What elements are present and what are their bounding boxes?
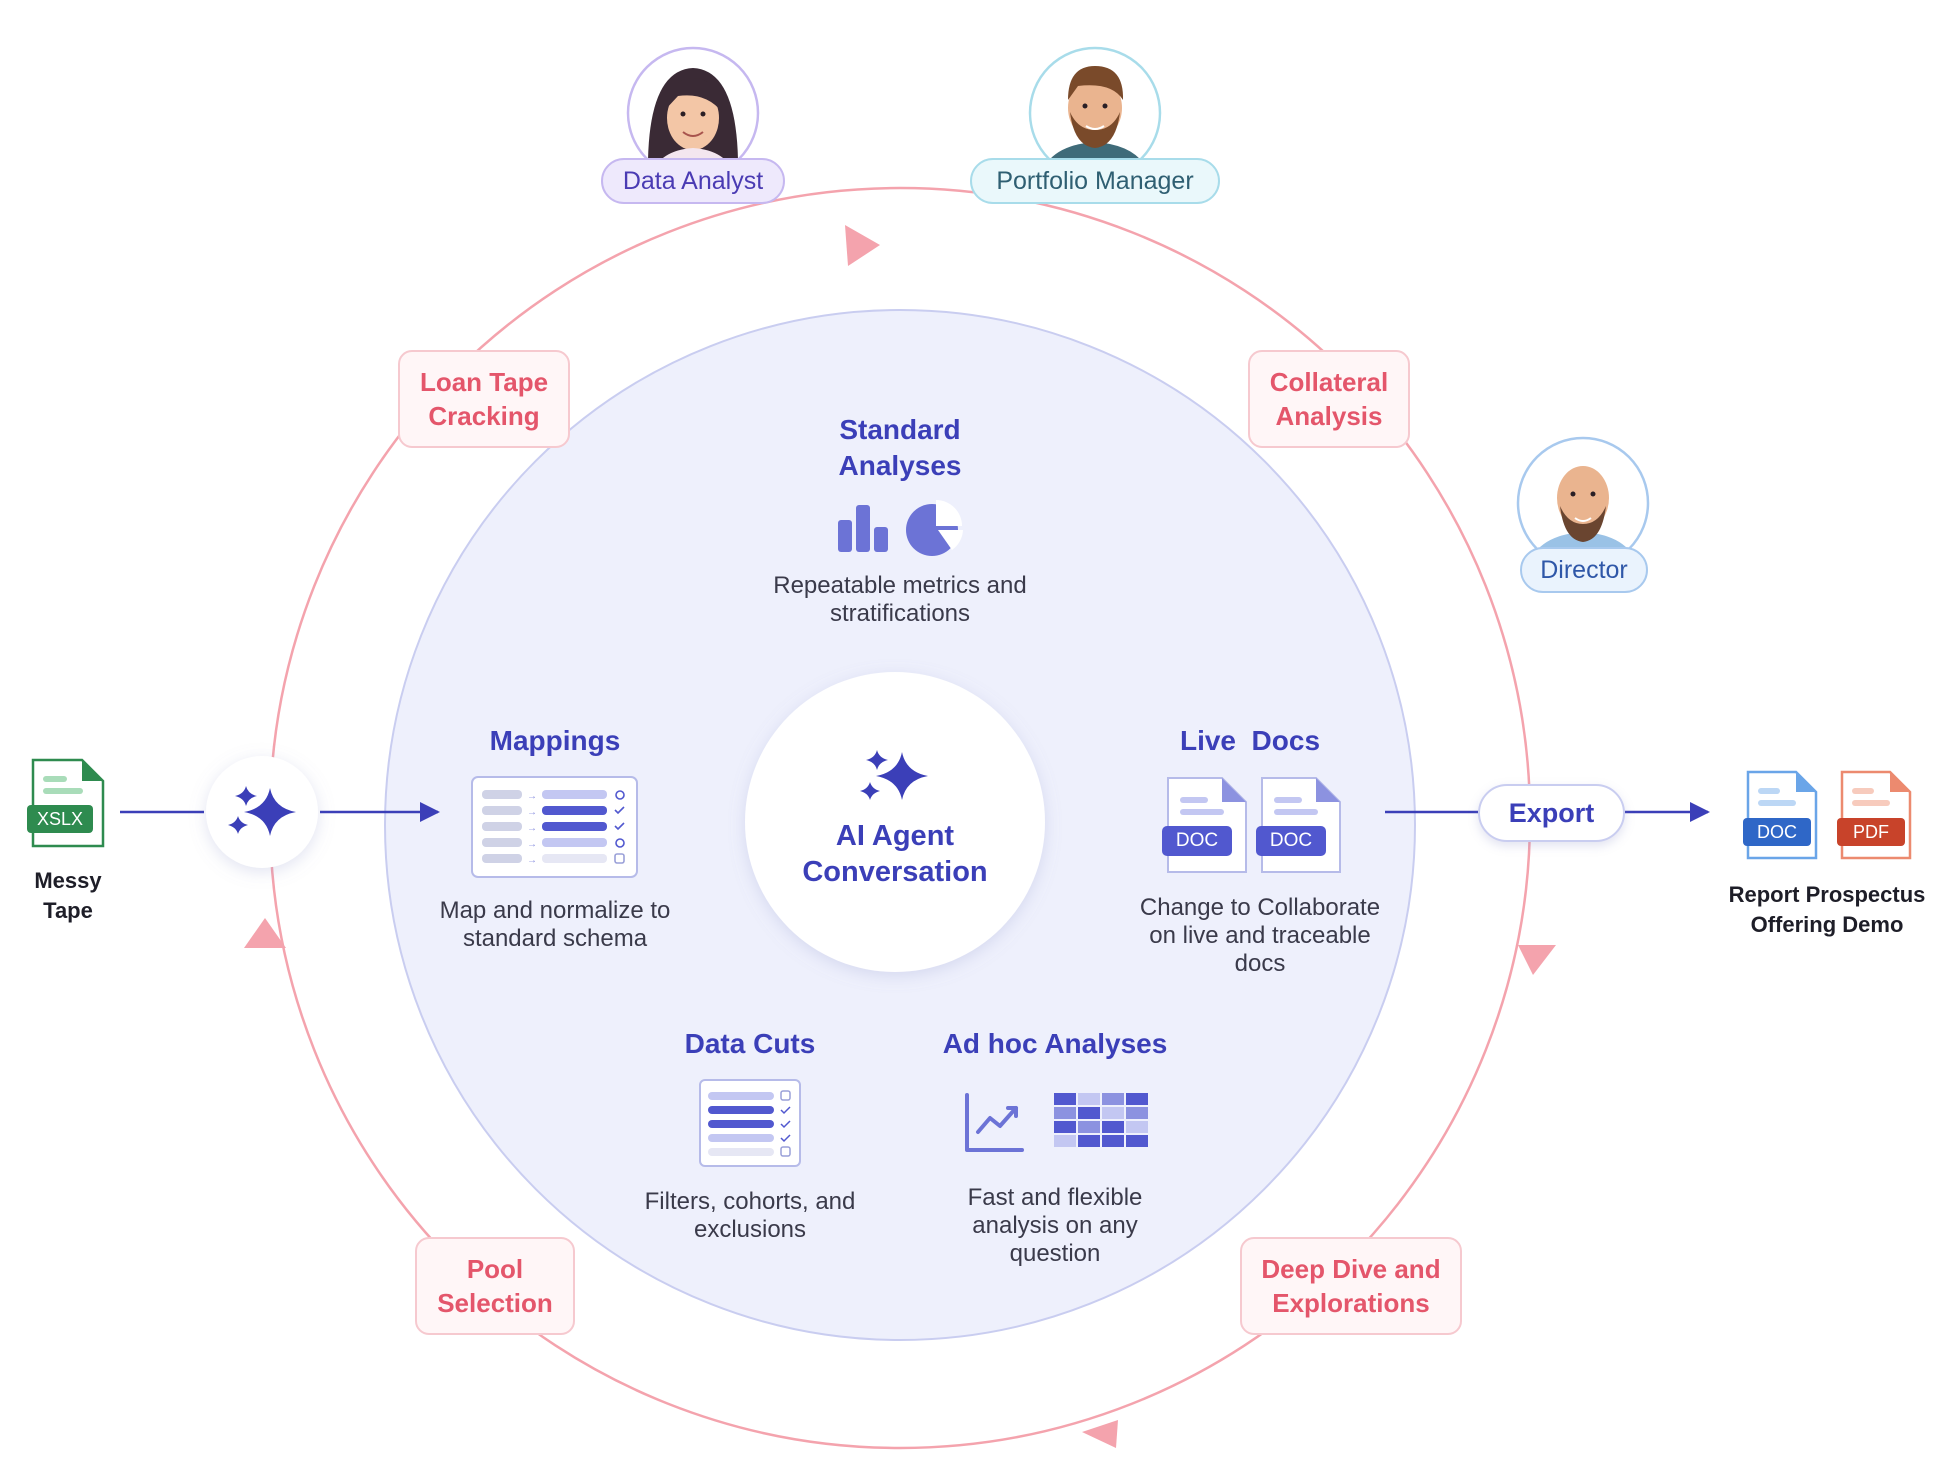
- ring-arrow-top: [845, 225, 880, 266]
- data-cuts-desc: Filters, cohorts, and exclusions: [644, 1188, 856, 1243]
- bar-chart-icon: [838, 505, 888, 552]
- ring-arrow-left: [244, 918, 286, 948]
- svg-text:→: →: [527, 807, 537, 818]
- live-doc-icon-2: [1256, 777, 1341, 873]
- center-title: AI Agent Conversation: [802, 820, 988, 888]
- standard-analyses-desc: Repeatable metrics and stratifications: [773, 572, 1027, 627]
- heatmap-icon: [1054, 1093, 1148, 1147]
- output-file-label: Report Prospectus Offering Demo: [1728, 882, 1926, 937]
- standard-analyses-title: Standard Analyses: [838, 414, 962, 481]
- mappings-desc: Map and normalize to standard schema: [439, 897, 671, 952]
- mappings-title: Mappings: [489, 725, 621, 756]
- center-sparkle-icon: [860, 750, 928, 800]
- ingest-sparkle-icon: [228, 786, 296, 836]
- output-doc-icon: [1743, 770, 1818, 860]
- live-doc-icon-1: [1162, 777, 1247, 873]
- role-director: Director: [1520, 547, 1648, 593]
- stage-pool-selection: Pool Selection: [415, 1237, 575, 1335]
- live-docs-title: Live Docs: [1179, 725, 1321, 756]
- portfolio-manager-avatar: [1028, 46, 1162, 180]
- role-portfolio-manager: Portfolio Manager: [970, 158, 1220, 204]
- center-circle: [745, 672, 1045, 972]
- input-file-label: Messy Tape: [34, 868, 102, 923]
- stage-collateral-analysis: Collateral Analysis: [1248, 350, 1410, 448]
- line-chart-icon: [965, 1093, 1024, 1152]
- svg-text:→: →: [527, 839, 537, 850]
- mapping-table-icon: → → → → →: [471, 776, 638, 878]
- role-data-analyst: Data Analyst: [601, 158, 785, 204]
- export-button[interactable]: Export: [1478, 784, 1625, 842]
- live-docs-desc: Change to Collaborate on live and tracea…: [1139, 894, 1381, 977]
- stage-deep-dive: Deep Dive and Explorations: [1240, 1237, 1462, 1335]
- ring-arrow-bottom: [1082, 1420, 1118, 1448]
- data-cuts-table-icon: [699, 1079, 801, 1167]
- adhoc-desc: Fast and flexible analysis on any questi…: [967, 1184, 1143, 1267]
- stage-loan-tape-cracking: Loan Tape Cracking: [398, 350, 570, 448]
- xlsx-file-icon: [27, 758, 105, 848]
- data-cuts-title: Data Cuts: [684, 1028, 816, 1059]
- xlsx-badge: XSLX: [36, 809, 84, 829]
- adhoc-title: Ad hoc Analyses: [942, 1028, 1168, 1059]
- output-doc-badge: DOC: [1757, 822, 1797, 842]
- ring-arrow-right: [1518, 945, 1556, 975]
- svg-text:→: →: [527, 791, 537, 802]
- svg-text:→: →: [527, 855, 537, 866]
- pie-chart-icon: [906, 500, 963, 556]
- live-doc-badge-1: DOC: [1175, 830, 1219, 851]
- output-pdf-icon: [1837, 770, 1912, 860]
- output-pdf-badge: PDF: [1853, 822, 1889, 842]
- live-doc-badge-2: DOC: [1269, 830, 1313, 851]
- svg-text:→: →: [527, 823, 537, 834]
